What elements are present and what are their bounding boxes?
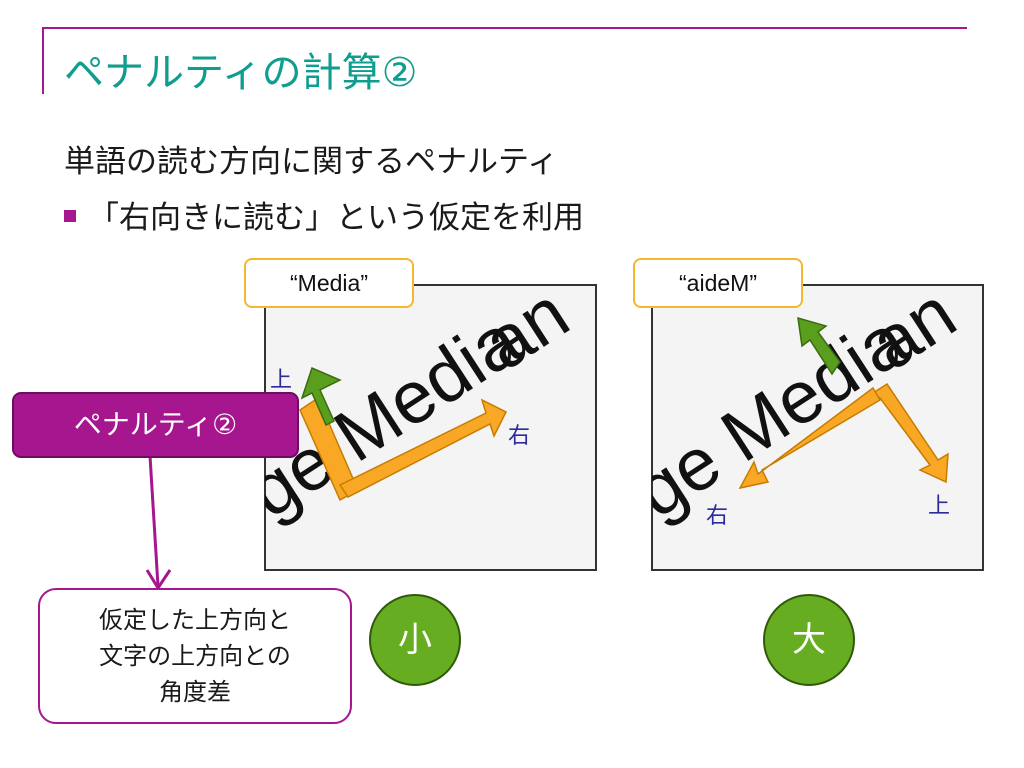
right-down-arrow bbox=[871, 382, 949, 484]
description-line-3: 角度差 bbox=[159, 678, 231, 706]
small-penalty-circle: 小 bbox=[369, 594, 461, 686]
left-word-label: “Media” bbox=[244, 258, 414, 308]
description-line-2: 文字の上方向との bbox=[99, 642, 291, 670]
large-penalty-circle: 大 bbox=[763, 594, 855, 686]
title-rule bbox=[42, 27, 967, 29]
right-left-arrow bbox=[738, 386, 882, 490]
right-right-label: 右 bbox=[706, 504, 729, 529]
slide-title: ペナルティの計算② bbox=[64, 50, 418, 96]
left-right-arrow bbox=[338, 398, 508, 498]
left-reading-arrows bbox=[299, 366, 508, 502]
description-line-1: 仮定した上方向と bbox=[99, 606, 291, 634]
right-up-label: 上 bbox=[928, 494, 951, 519]
right-word-label: “aideM” bbox=[633, 258, 803, 308]
right-reading-arrows bbox=[738, 316, 949, 490]
right-up-arrow bbox=[797, 316, 841, 376]
left-right-label: 右 bbox=[508, 424, 531, 449]
left-up-label: 上 bbox=[270, 368, 293, 393]
title-accent-bar bbox=[42, 28, 44, 94]
left-up-arrow bbox=[300, 366, 342, 427]
description-box: 仮定した上方向と 文字の上方向との 角度差 bbox=[38, 588, 352, 724]
penalty-connector bbox=[148, 455, 160, 587]
bullet-text: 「右向きに読む」という仮定を利用 bbox=[88, 200, 584, 236]
slide-subtitle: 単語の読む方向に関するペナルティ bbox=[64, 144, 559, 180]
bullet-marker bbox=[64, 210, 76, 222]
penalty-label-box: ペナルティ② bbox=[12, 392, 299, 458]
